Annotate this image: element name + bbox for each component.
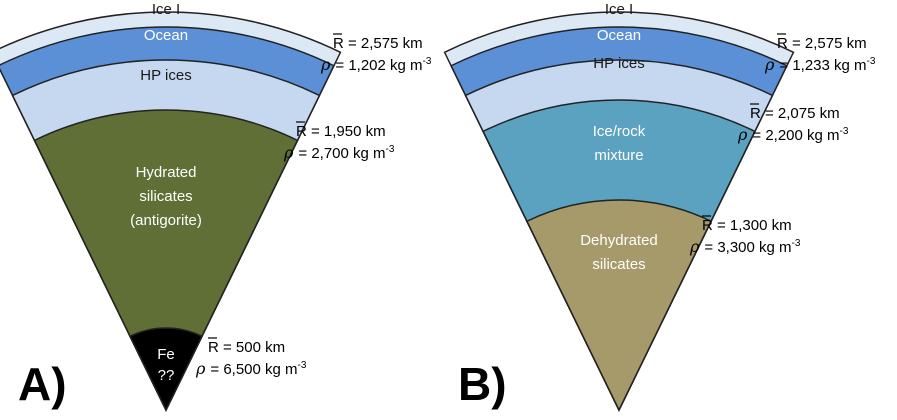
layer-label: mixture <box>594 147 643 164</box>
radius-value: R = 500 km <box>208 339 285 356</box>
layer-label: Ocean <box>597 27 641 44</box>
panel-label: B) <box>458 358 507 410</box>
layer-label: HP ices <box>140 67 191 84</box>
boundary-annotation: R = 2,575 km ρ= 1,202 kg m-3 <box>320 33 432 74</box>
density-value: ρ= 2,200 kg m-3 <box>737 125 849 144</box>
density-value: ρ= 1,202 kg m-3 <box>320 55 432 74</box>
layer-label: silicates <box>592 256 645 273</box>
radius-value: R = 2,575 km <box>777 35 867 52</box>
layer-fe <box>129 327 203 412</box>
layer-label: Ocean <box>144 27 188 44</box>
layer-label: Ice/rock <box>593 123 646 140</box>
density-value: ρ= 3,300 kg m-3 <box>689 237 801 256</box>
boundary-annotation: R = 1,300 km ρ= 3,300 kg m-3 <box>689 215 801 256</box>
boundary-annotation: R = 1,950 km ρ= 2,700 kg m-3 <box>283 121 395 162</box>
layer-label: Ice I <box>605 1 633 18</box>
layer-label: (antigorite) <box>130 212 202 229</box>
layer-dehydrated-silicates <box>525 199 713 412</box>
layer-label: Dehydrated <box>580 232 658 249</box>
density-value: ρ= 1,233 kg m-3 <box>764 55 876 74</box>
layer-label: Fe <box>157 346 175 363</box>
radius-value: R = 1,950 km <box>296 123 386 140</box>
layer-label: Ice I <box>152 1 180 18</box>
radius-value: R = 2,575 km <box>333 35 423 52</box>
layer-label: silicates <box>139 188 192 205</box>
density-value: ρ= 2,700 kg m-3 <box>283 143 395 162</box>
layer-label: Hydrated <box>136 164 197 181</box>
layer-label: HP ices <box>593 55 644 72</box>
radius-value: R = 2,075 km <box>750 105 840 122</box>
boundary-annotation: R = 2,075 km ρ= 2,200 kg m-3 <box>737 103 849 144</box>
boundary-annotation: R = 500 km ρ= 6,500 kg m-3 <box>195 337 307 378</box>
density-value: ρ= 6,500 kg m-3 <box>195 359 307 378</box>
layer-label: ?? <box>158 367 175 384</box>
radius-value: R = 1,300 km <box>702 217 792 234</box>
layer-hydrated-silicates-antigorite <box>33 109 299 412</box>
boundary-annotation: R = 2,575 km ρ= 1,233 kg m-3 <box>764 33 876 74</box>
panel-label: A) <box>18 358 67 410</box>
